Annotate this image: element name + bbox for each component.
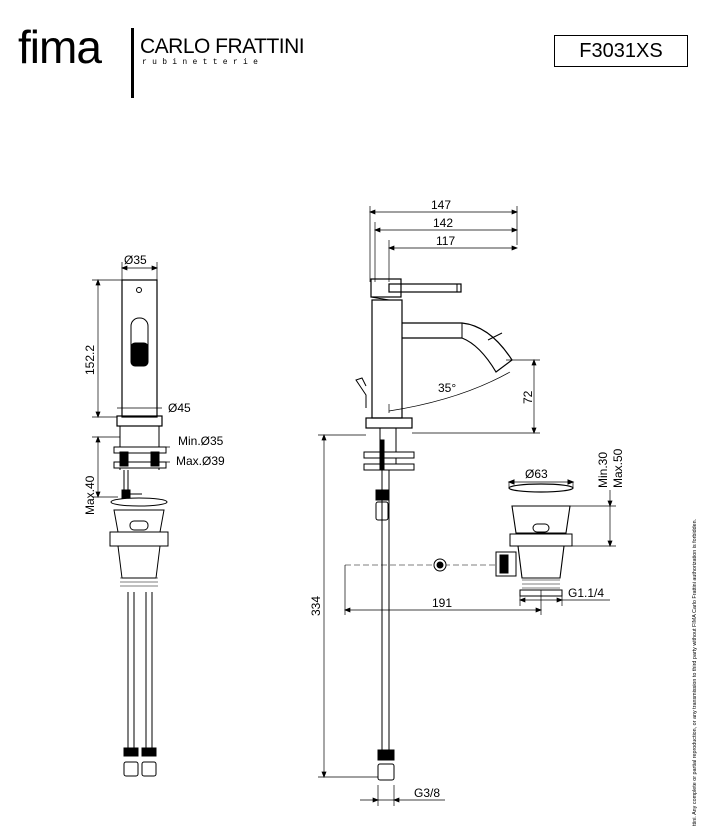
dim-deck-max: Max.40: [83, 475, 97, 515]
dim-spout-height: 72: [521, 390, 535, 404]
front-view: [345, 206, 540, 781]
front-view-handle-cap: [370, 278, 402, 298]
product-code: F3031XS: [579, 39, 663, 62]
waste-cap: [508, 483, 574, 493]
dim-overall-width: 147: [431, 198, 451, 212]
front-view-hose-nut: [377, 763, 395, 781]
front-view-lever: [388, 283, 462, 293]
dim-body-height: 152.2: [83, 345, 97, 375]
side-view-hose-nut-right: [141, 761, 157, 777]
dim-waste-min: Min.30: [596, 452, 610, 488]
dim-supply-thread: G3/8: [414, 786, 440, 800]
side-view-waste-cap: [110, 497, 168, 507]
dim-spout-angle: 35°: [438, 381, 456, 395]
dim-base-diameter: Ø45: [168, 401, 191, 415]
dim-hole-max: Max.Ø39: [176, 454, 225, 468]
dim-waste-max: Max.50: [611, 448, 625, 488]
dim-waste-reach: 191: [432, 596, 452, 610]
waste-detail: [495, 479, 575, 597]
front-view-body: [371, 299, 403, 419]
dim-waste-diameter: Ø63: [525, 467, 548, 481]
logo-divider: [131, 28, 134, 98]
side-view: [109, 279, 169, 777]
logo-sub-text: rubinetterie: [142, 58, 264, 67]
logo-fima-text: fima: [18, 21, 102, 73]
waste-dimensions: [519, 490, 616, 606]
dim-hole-min: Min.Ø35: [178, 434, 224, 448]
logo-brand-text: CARLO FRATTINI: [140, 35, 305, 58]
dim-body-diameter: Ø35: [124, 253, 147, 267]
product-code-box: F3031XS: [554, 35, 688, 67]
front-view-dimensions: [318, 434, 542, 806]
front-view-base: [365, 417, 413, 429]
side-view-base: [116, 415, 163, 427]
front-view-spout: [402, 322, 513, 373]
dim-spout-reach: 117: [436, 234, 455, 248]
side-view-body: [121, 279, 158, 418]
dim-waste-thread: G1.1/4: [568, 586, 604, 600]
side-view-dimensions: [92, 262, 170, 498]
side-view-handle-screw: [136, 287, 142, 293]
dim-supply-length: 334: [309, 596, 323, 616]
dim-width-142: 142: [433, 216, 453, 230]
side-view-hose-nut-left: [123, 761, 139, 777]
